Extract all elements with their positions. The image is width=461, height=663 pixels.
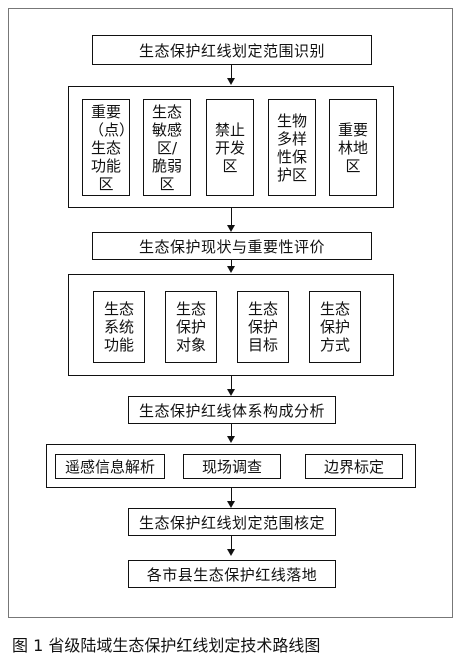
connector xyxy=(231,376,232,390)
aspect-protection-method: 生态保护方式 xyxy=(309,291,361,363)
aspect-protection-goal: 生态保护目标 xyxy=(237,291,289,363)
area-ecological-sensitive: 生态敏感区/脆弱区 xyxy=(143,99,191,196)
aspect-ecosystem-function: 生态系统功能 xyxy=(93,291,145,363)
arrow-down xyxy=(227,549,235,556)
arrow-down xyxy=(227,501,235,508)
figure-caption: 图 1 省级陆域生态保护红线划定技术路线图 xyxy=(12,636,321,655)
connector xyxy=(231,260,232,268)
aspect-protection-object: 生态保护对象 xyxy=(165,291,217,363)
step-scope-verification: 生态保护红线划定范围核定 xyxy=(128,508,336,536)
arrow-down xyxy=(227,225,235,232)
connector xyxy=(231,65,232,79)
method-boundary-calibration: 边界标定 xyxy=(305,454,403,479)
area-biodiversity-protection: 生物多样性保护区 xyxy=(268,99,316,196)
method-field-survey: 现场调查 xyxy=(183,454,281,479)
area-important-ecological-function: 重要（点）生态功能区 xyxy=(82,99,134,196)
arrow-down xyxy=(227,389,235,396)
connector xyxy=(231,536,232,550)
area-important-forest: 重要林地区 xyxy=(329,99,377,196)
arrow-down xyxy=(227,436,235,443)
step-status-importance-evaluation: 生态保护现状与重要性评价 xyxy=(92,232,372,260)
connector xyxy=(231,208,232,226)
method-remote-sensing: 遥感信息解析 xyxy=(55,454,165,479)
area-prohibited-development: 禁止开发区 xyxy=(206,99,254,196)
step-scope-identification: 生态保护红线划定范围识别 xyxy=(92,35,372,65)
arrow-down xyxy=(227,78,235,85)
arrow-down xyxy=(227,266,235,273)
diagram-frame xyxy=(8,8,453,618)
group-methods: 遥感信息解析 现场调查 边界标定 xyxy=(46,444,416,488)
group-protected-areas: 重要（点）生态功能区 生态敏感区/脆弱区 禁止开发区 生物多样性保护区 重要林地… xyxy=(68,86,394,208)
step-county-implementation: 各市县生态保护红线落地 xyxy=(128,560,336,588)
connector xyxy=(231,424,232,438)
connector xyxy=(231,488,232,502)
group-evaluation-aspects: 生态系统功能 生态保护对象 生态保护目标 生态保护方式 xyxy=(68,274,394,376)
step-system-composition-analysis: 生态保护红线体系构成分析 xyxy=(128,396,336,424)
